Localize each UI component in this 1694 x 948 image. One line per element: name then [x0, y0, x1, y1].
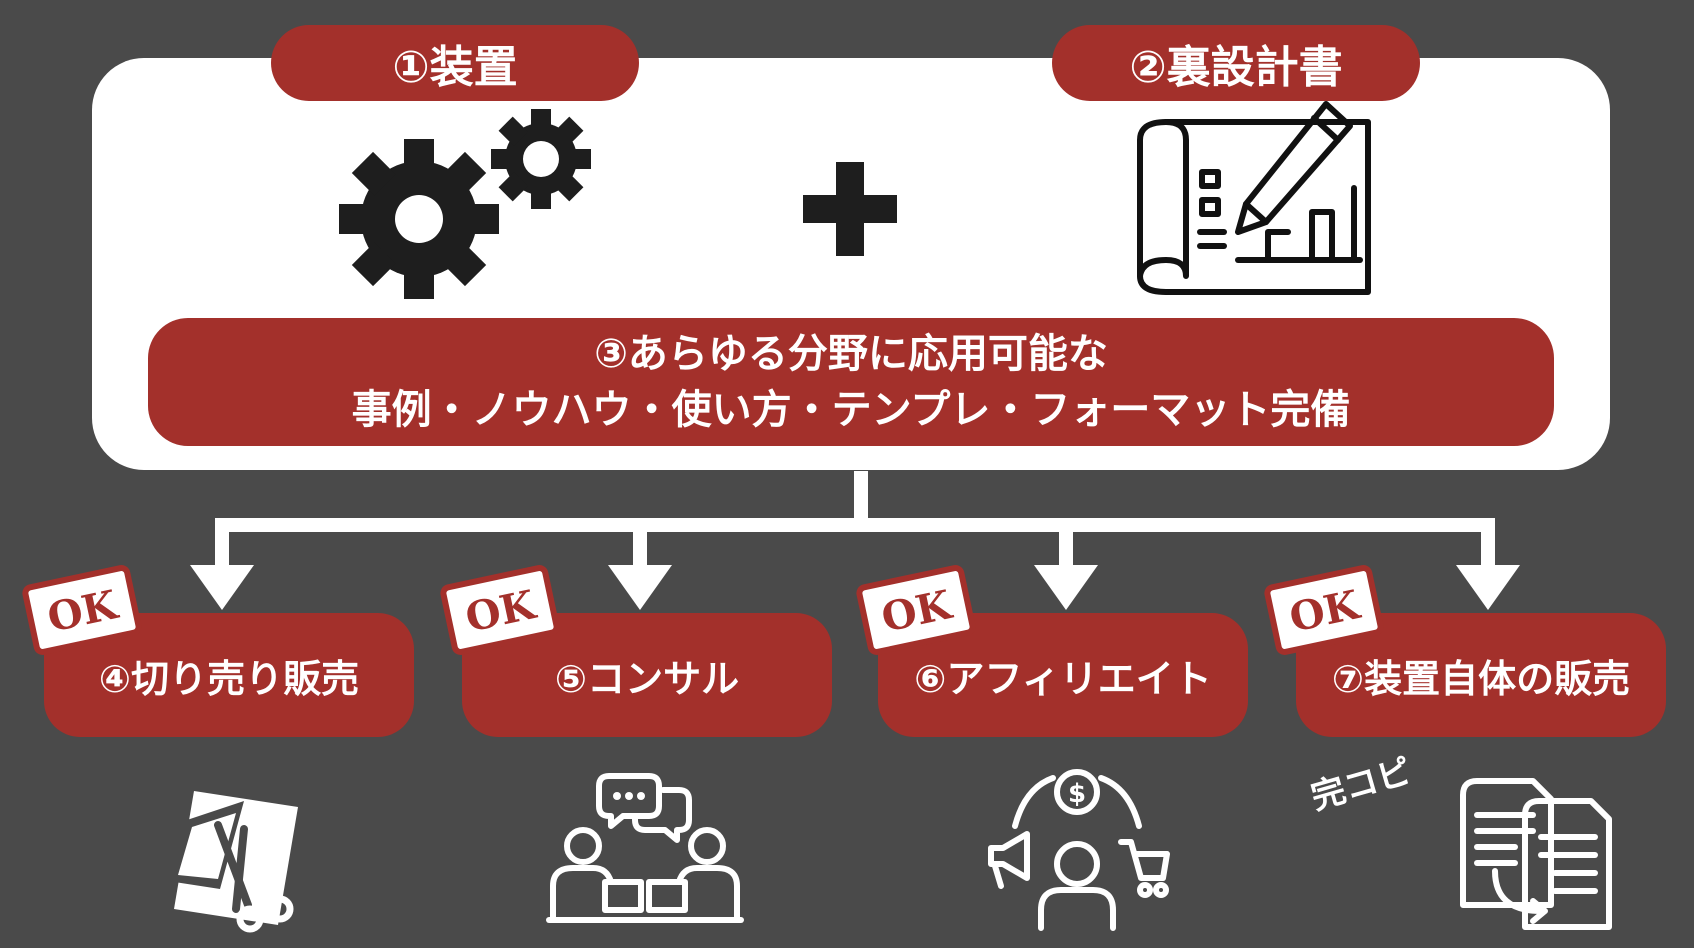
main-feature-line-2: 事例・ノウハウ・使い方・テンプレ・フォーマット完備	[351, 387, 1351, 433]
ok-stamp-icon: OK	[22, 565, 142, 655]
svg-text:$: $	[1068, 779, 1086, 809]
gears-icon	[339, 109, 591, 299]
scissors-paper-icon	[168, 791, 298, 933]
ok-stamp-icon: OK	[440, 565, 560, 655]
arrow-down-icon	[1456, 565, 1520, 610]
ok-stamp-icon: OK	[1264, 565, 1384, 655]
copy-documents-icon	[1460, 778, 1612, 930]
main-feature-line-1: ③あらゆる分野に応用可能な	[594, 331, 1108, 377]
main-feature-bar: ③あらゆる分野に応用可能な 事例・ノウハウ・使い方・テンプレ・フォーマット完備	[148, 318, 1554, 446]
blueprint-label: ②裏設計書	[1052, 25, 1420, 101]
arrow-down-icon	[1034, 565, 1098, 610]
plus-icon	[803, 162, 897, 256]
blueprint-pencil-icon	[1137, 101, 1371, 295]
device-label: ①装置	[271, 25, 639, 101]
output-label-affiliate: ⑥アフィリエイト	[878, 613, 1248, 737]
affiliate-marketing-icon: $	[988, 769, 1170, 931]
arrow-down-icon	[190, 565, 254, 610]
consulting-people-icon	[546, 773, 744, 923]
ok-stamp-icon: OK	[856, 565, 976, 655]
arrow-down-icon	[608, 565, 672, 610]
